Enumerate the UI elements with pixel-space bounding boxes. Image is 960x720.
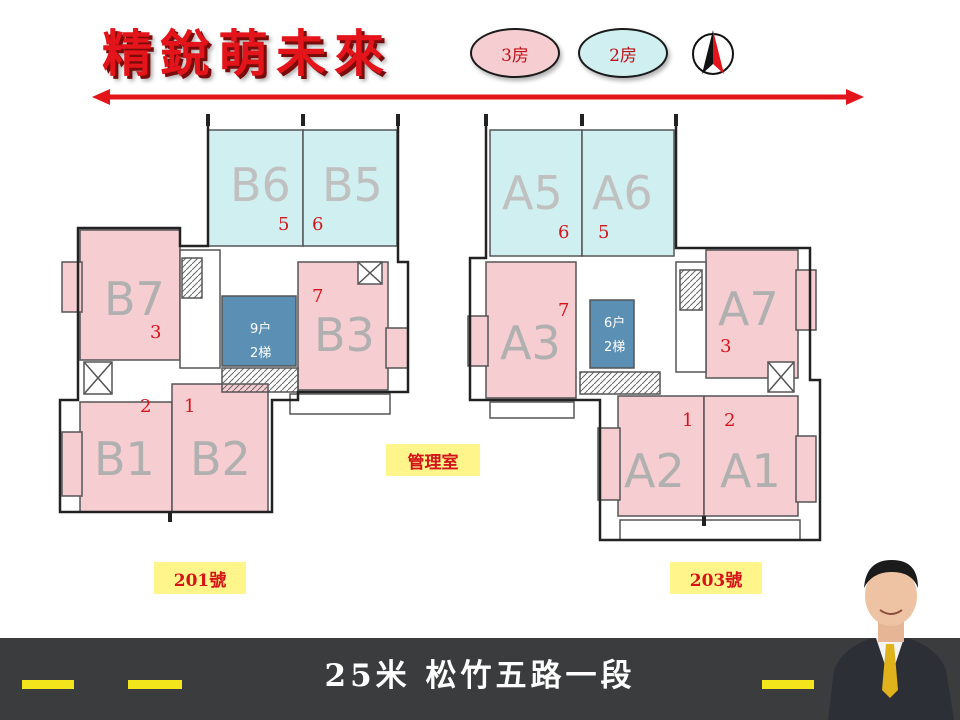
unit-label-a7: A7: [718, 282, 779, 336]
lane-dash: [128, 680, 182, 689]
legend-two-room: 2房: [578, 28, 668, 78]
unit-label-b2: B2: [190, 432, 251, 486]
mark-right-7: 7: [558, 300, 570, 321]
mark-left-5: 5: [278, 214, 290, 235]
unit-label-b7: B7: [104, 272, 165, 326]
core-right-households: 6户: [604, 316, 626, 331]
mark-right-2: 2: [724, 410, 736, 431]
core-left-households: 9户: [250, 322, 272, 337]
unit-b6-area: [207, 129, 304, 247]
mark-left-7: 7: [312, 286, 324, 307]
unit-b7-area: [79, 229, 181, 361]
unit-label-a6: A6: [592, 166, 653, 220]
unit-label-b5: B5: [322, 158, 383, 212]
frontage-arrow: [92, 89, 864, 105]
unit-label-b3: B3: [314, 308, 375, 362]
legend-three-room: 3房: [470, 28, 560, 78]
address-left-label: 201號: [154, 562, 246, 594]
unit-a3-area: [485, 261, 577, 399]
mark-left-1: 1: [184, 396, 196, 417]
page-title: 精銳萌未來: [102, 24, 392, 83]
mark-left-6: 6: [312, 214, 324, 235]
management-office-label: 管理室: [386, 444, 480, 476]
unit-a6-area: [581, 129, 675, 257]
unit-b5-area: [302, 129, 398, 247]
core-left-elevators: 2梯: [250, 346, 272, 361]
road-strip: [0, 638, 960, 720]
core-right-area: [589, 299, 635, 369]
address-right-label: 203號: [670, 562, 762, 594]
north-arrow-icon: [692, 30, 734, 75]
mark-right-3: 3: [720, 336, 732, 357]
mark-right-1: 1: [682, 410, 694, 431]
unit-a7-area: [705, 249, 799, 379]
agent-portrait: [828, 560, 954, 720]
mark-left-3: 3: [150, 322, 162, 343]
lane-dash: [22, 680, 74, 689]
unit-b2-area: [171, 383, 269, 513]
road-label: 25米 松竹五路一段: [324, 658, 636, 694]
unit-label-a2: A2: [624, 444, 685, 498]
unit-label-b1: B1: [94, 432, 155, 486]
unit-label-a3: A3: [500, 316, 561, 370]
unit-a1-area: [703, 395, 799, 517]
core-right-elevators: 2梯: [604, 340, 626, 355]
mark-right-6: 6: [558, 222, 570, 243]
lane-dash: [762, 680, 814, 689]
unit-label-b6: B6: [230, 158, 291, 212]
mark-right-5: 5: [598, 222, 610, 243]
unit-label-a5: A5: [502, 166, 563, 220]
mark-left-2: 2: [140, 396, 152, 417]
unit-label-a1: A1: [720, 444, 781, 498]
core-left-area: [221, 295, 297, 367]
